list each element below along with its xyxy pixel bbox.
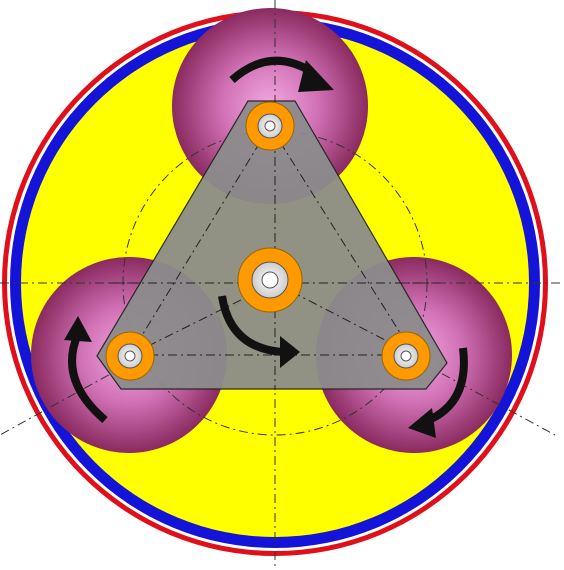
rotation-arrow-icon bbox=[218, 295, 283, 356]
carrier-plate bbox=[96, 100, 448, 390]
arrowhead bbox=[280, 336, 300, 368]
rotation-arrow-icon bbox=[68, 332, 108, 424]
arrowhead bbox=[408, 408, 436, 438]
rotation-arrow-icon bbox=[229, 56, 315, 84]
arrowhead bbox=[64, 316, 92, 342]
bearing-right bbox=[381, 331, 431, 381]
bearing-left bbox=[105, 331, 155, 381]
arrowhead bbox=[298, 60, 334, 92]
bearing-top bbox=[245, 101, 295, 151]
bearing-center bbox=[237, 247, 303, 313]
